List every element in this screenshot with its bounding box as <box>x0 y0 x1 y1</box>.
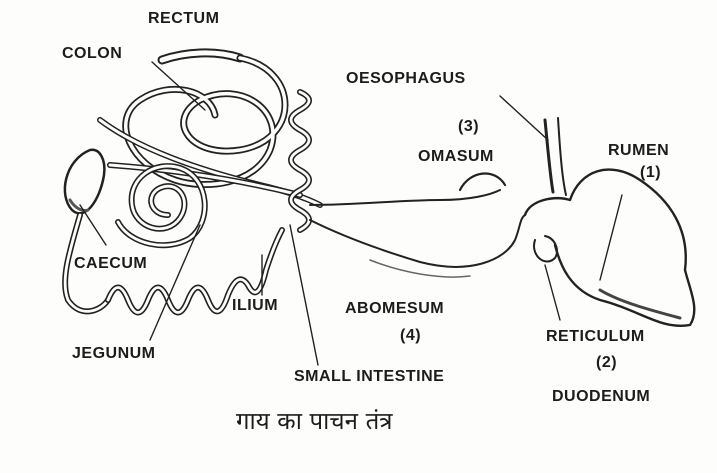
label-small-intestine: SMALL INTESTINE <box>294 368 444 386</box>
label-duodenum: DUODENUM <box>552 388 650 406</box>
label-rumen: RUMEN <box>608 142 669 160</box>
label-abomesum-number: (4) <box>400 327 421 345</box>
label-rectum: RECTUM <box>148 10 219 28</box>
label-abomesum: ABOMESUM <box>345 300 444 318</box>
label-reticulum-number: (2) <box>596 354 617 372</box>
label-omasum: OMASUM <box>418 148 494 166</box>
label-reticulum: RETICULUM <box>546 328 645 346</box>
caecum-pouch <box>65 150 104 214</box>
label-oesophagus: OESOPHAGUS <box>346 70 466 88</box>
label-rumen-number: (1) <box>640 164 661 182</box>
label-jegunum: JEGUNUM <box>72 345 156 363</box>
label-ilium: ILIUM <box>232 297 278 315</box>
diagram-caption: गाय का पाचन तंत्र <box>236 404 393 437</box>
rectum-tube <box>162 53 240 60</box>
small-intestine-coils <box>291 92 309 230</box>
label-colon: COLON <box>62 45 122 63</box>
label-caecum: CAECUM <box>74 255 147 273</box>
label-omasum-number: (3) <box>458 118 479 136</box>
